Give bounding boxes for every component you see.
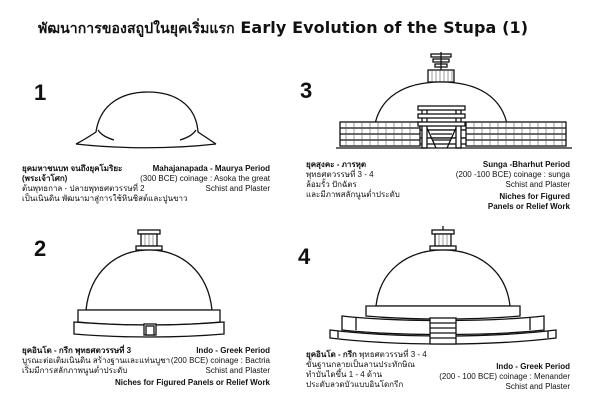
panel-2-number: 2 bbox=[34, 236, 47, 261]
panel-1-thai-heading: ยุคมหาชนบท จนถึงยุคโมริยะ bbox=[22, 164, 123, 173]
panel-2-thai-heading: ยุคอินโด - กรีก พุทธศตวรรษที่ 3 bbox=[22, 346, 132, 355]
panel-1-thai-line2: (พระเจ้าโศก) bbox=[22, 174, 68, 183]
page-title: พัฒนาการของสถูปในยุคเริ่มแรก Early Evolu… bbox=[38, 18, 578, 40]
panel-1-number: 1 bbox=[34, 80, 47, 105]
panel-2-material: Schist and Plaster bbox=[205, 366, 270, 375]
panel-3-material: Schist and Plaster bbox=[505, 180, 570, 189]
panel-1-thai-line4: เป็นเนินดิน พัฒนามาสู่การใช้หินชิสต์และป… bbox=[22, 194, 188, 203]
panel-3-note-line1: Niches for Figured bbox=[499, 192, 570, 201]
panel-3-thai-line3: ล้อมรั้ว ปักฉัตร bbox=[306, 180, 357, 189]
panel-2-note: Niches for Figured Panels or Relief Work bbox=[115, 378, 270, 387]
panel-1-coinage: (300 BCE) coinage : Asoka the great bbox=[140, 174, 270, 183]
panel-4-period: Indo - Greek Period bbox=[496, 362, 570, 371]
panel-4-material: Schist and Plaster bbox=[505, 382, 570, 391]
stupa-mound-drawing bbox=[75, 91, 217, 149]
panel-2-thai-line2: บูรณะต่อเติมเนินดิน สร้างฐานและแท่นบูชา bbox=[22, 356, 171, 365]
title-english: Early Evolution of the Stupa (1) bbox=[240, 18, 529, 37]
panel-1-period: Mahajanapada - Maurya Period bbox=[152, 164, 270, 173]
panel-4-thai-heading: ยุคอินโด - กรีก bbox=[306, 350, 357, 359]
panel-3-thai-line4: และมีภาพสลักนูนต่ำประดับ bbox=[306, 190, 400, 199]
panel-2-coinage: (200 BCE) coinage : Bactria bbox=[170, 356, 270, 365]
panel-4-number: 4 bbox=[298, 244, 311, 269]
panel-2-thai-line3: เริ่มมีการสลักภาพนูนต่ำประดับ bbox=[22, 366, 128, 375]
panel-1-thai-line3: ต้นพุทธกาล - ปลายพุทธศตวรรษที่ 2 bbox=[22, 184, 145, 193]
panel-4-thai-heading-tail: พุทธศตวรรษที่ 3 - 4 bbox=[359, 350, 427, 359]
panel-3-coinage: (200 -100 BCE) coinage : sunga bbox=[455, 170, 570, 179]
panel-2-period: Indo - Greek Period bbox=[196, 346, 270, 355]
panel-3-thai-heading: ยุคสุงคะ - ภารหุต bbox=[306, 160, 367, 169]
panel-4-thai-line2: ขั้นฐานกลายเป็นลานประทักษิณ bbox=[306, 360, 415, 369]
panel-4-thai-heading-row: ยุคอินโด - กรีก พุทธศตวรรษที่ 3 - 4 bbox=[306, 350, 427, 360]
stupa-indo-greek-drawing bbox=[73, 229, 225, 338]
panel-3-number: 3 bbox=[300, 78, 313, 103]
panel-4-coinage: (200 - 100 BCE) coinage : Menander bbox=[439, 372, 570, 381]
stupa-sunga-drawing bbox=[336, 52, 572, 149]
stupa-terrace-drawing bbox=[329, 226, 557, 345]
title-thai: พัฒนาการของสถูปในยุคเริ่มแรก bbox=[38, 21, 235, 37]
panel-3-period: Sunga -Bharhut Period bbox=[482, 160, 570, 169]
panel-1-material: Schist and Plaster bbox=[205, 184, 270, 193]
panel-4-thai-line4: ประดับลวดบัวแบบอินโดกรีก bbox=[306, 380, 404, 389]
panel-3-note-line2: Panels or Relief Work bbox=[487, 202, 570, 211]
panel-3-thai-line2: พุทธศตวรรษที่ 3 - 4 bbox=[306, 170, 374, 179]
panel-4-thai-line3: ทำบันไดขึ้น 1 - 4 ด้าน bbox=[306, 370, 383, 379]
